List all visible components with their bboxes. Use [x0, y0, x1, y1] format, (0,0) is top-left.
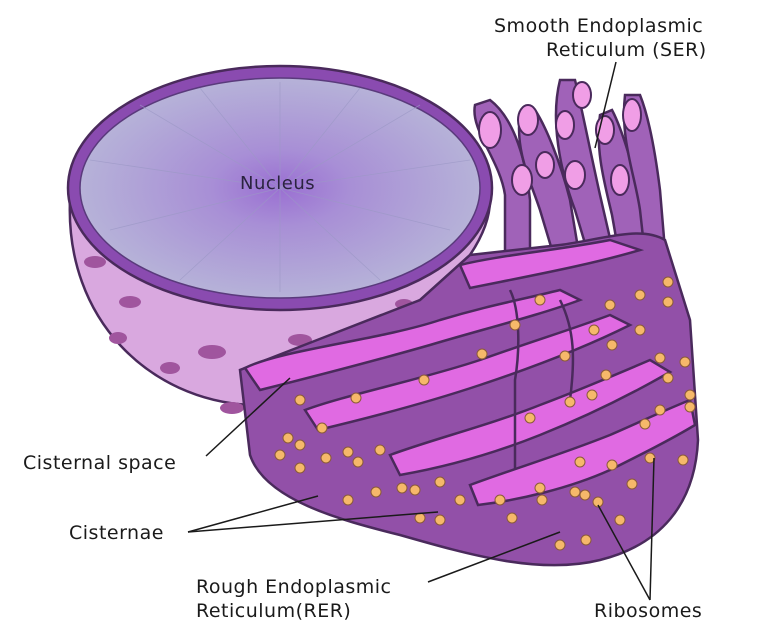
cisternae-leader-1	[187, 495, 319, 533]
rer-label-line1: Rough Endoplasmic	[196, 576, 392, 598]
ribosomes-label: Ribosomes	[594, 600, 703, 622]
ser-label-line2: Reticulum (SER)	[546, 39, 707, 61]
cisternae-leader-2	[187, 511, 439, 533]
rer-label-line2: Reticulum(RER)	[196, 600, 352, 622]
nucleus-label: Nucleus	[240, 173, 316, 194]
cisterna-4	[468, 398, 697, 507]
rer-body	[238, 232, 700, 567]
ribosomes-leader-1	[597, 504, 651, 601]
cisterna-2	[303, 313, 633, 432]
cisternal-space-label: Cisternal space	[23, 452, 177, 474]
nucleus-texture	[89, 82, 471, 292]
cisterna-1	[243, 288, 584, 392]
rer-leader	[427, 531, 561, 583]
ser-leader	[594, 61, 617, 149]
cisternae-label: Cisternae	[69, 522, 164, 544]
ser-label-line1: Smooth Endoplasmic	[494, 15, 704, 37]
nucleus	[66, 64, 494, 414]
ribosomes	[274, 276, 696, 551]
cisternal-space-leader	[205, 377, 291, 457]
cisterna-5	[458, 238, 645, 290]
leader-lines	[187, 61, 655, 601]
ribosomes-leader-2	[649, 457, 655, 601]
smooth-er	[473, 78, 667, 262]
